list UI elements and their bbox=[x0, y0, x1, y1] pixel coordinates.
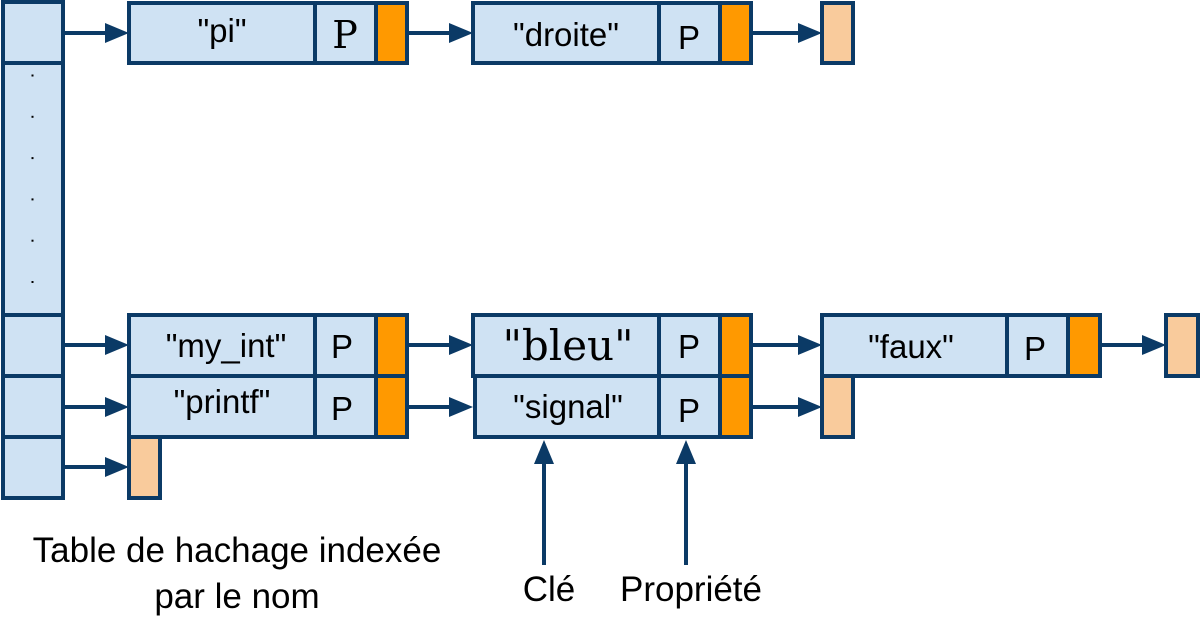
node-property: P bbox=[678, 392, 700, 429]
ellipsis-dot bbox=[31, 115, 34, 118]
null-terminator bbox=[820, 374, 855, 439]
node-key-cell bbox=[473, 374, 661, 439]
node-key-cell bbox=[127, 1, 317, 65]
link-arrow bbox=[407, 23, 473, 43]
node-next-pointer bbox=[718, 1, 753, 65]
link-arrow bbox=[407, 397, 473, 417]
node-key: "faux" bbox=[868, 328, 954, 365]
null-terminator bbox=[1164, 313, 1200, 378]
chain-row-4 bbox=[63, 435, 162, 500]
node-property: P bbox=[331, 390, 353, 427]
bucket-cell bbox=[1, 313, 65, 378]
node-key: "pi" bbox=[197, 12, 246, 49]
key-annotation-arrow bbox=[534, 440, 554, 565]
ellipsis-dot bbox=[31, 281, 34, 283]
bucket-cell bbox=[1, 374, 65, 439]
node-property-cell bbox=[313, 1, 378, 65]
node-next-pointer bbox=[374, 374, 409, 439]
ellipsis-dot bbox=[31, 157, 34, 160]
link-arrow bbox=[407, 335, 473, 355]
link-arrow bbox=[63, 397, 129, 417]
node-next-pointer bbox=[374, 1, 409, 65]
link-arrow bbox=[1100, 335, 1166, 355]
node-property: P bbox=[331, 328, 353, 365]
node-key: "my_int" bbox=[166, 327, 287, 364]
list-node: "bleu" P bbox=[471, 313, 753, 378]
node-next-pointer bbox=[718, 374, 753, 439]
ellipsis-dot bbox=[31, 239, 34, 242]
null-terminator bbox=[127, 435, 162, 500]
link-arrow bbox=[63, 23, 129, 43]
node-property: P bbox=[678, 19, 700, 56]
list-node: "pi" P bbox=[127, 1, 409, 65]
node-property: P bbox=[678, 328, 700, 365]
list-node: "signal" P bbox=[473, 374, 753, 439]
chain-row-3: "printf" P "signal" P bbox=[63, 374, 855, 439]
chain-row-1: "pi" P "droite" P bbox=[63, 1, 855, 65]
node-next-pointer bbox=[1066, 313, 1102, 378]
node-key-cell bbox=[820, 313, 1009, 378]
link-arrow bbox=[63, 457, 129, 477]
hash-table-label-line1: Table de hachage indexée bbox=[33, 531, 442, 570]
node-next-pointer bbox=[374, 313, 409, 378]
link-arrow bbox=[751, 335, 822, 355]
ellipsis-dots bbox=[31, 74, 34, 283]
node-key: "printf" bbox=[174, 383, 271, 420]
bucket-cell bbox=[1, 0, 65, 65]
null-terminator bbox=[820, 1, 855, 65]
list-node: "droite" P bbox=[471, 1, 753, 65]
bucket-ellipsis-cell bbox=[1, 61, 65, 317]
bucket-cell bbox=[1, 435, 65, 500]
hash-table bbox=[1, 0, 65, 500]
node-property: P bbox=[1024, 330, 1046, 367]
list-node: "faux" P bbox=[820, 313, 1102, 378]
ellipsis-dot bbox=[31, 198, 34, 201]
node-next-pointer bbox=[718, 313, 753, 378]
node-key-cell bbox=[471, 1, 661, 65]
list-node: "printf" P bbox=[127, 374, 409, 439]
key-label: Clé bbox=[523, 570, 576, 609]
node-property-cell bbox=[313, 313, 378, 378]
node-key-cell bbox=[127, 313, 317, 378]
link-arrow bbox=[751, 23, 822, 43]
node-key: "signal" bbox=[513, 388, 623, 425]
property-annotation-arrow bbox=[676, 440, 696, 565]
property-label: Propriété bbox=[620, 570, 762, 609]
node-key: "bleu" bbox=[503, 321, 634, 370]
node-key-cell bbox=[127, 374, 317, 439]
ellipsis-dot bbox=[31, 74, 34, 77]
node-key: "droite" bbox=[513, 16, 619, 53]
node-property-cell bbox=[657, 374, 722, 439]
chain-row-2: "my_int" P "bleu" P "faux" P bbox=[63, 313, 1200, 378]
hash-table-label-line2: par le nom bbox=[154, 577, 319, 616]
link-arrow bbox=[63, 335, 129, 355]
link-arrow bbox=[751, 397, 822, 417]
list-node: "my_int" P bbox=[127, 313, 409, 378]
node-property: P bbox=[332, 13, 358, 57]
